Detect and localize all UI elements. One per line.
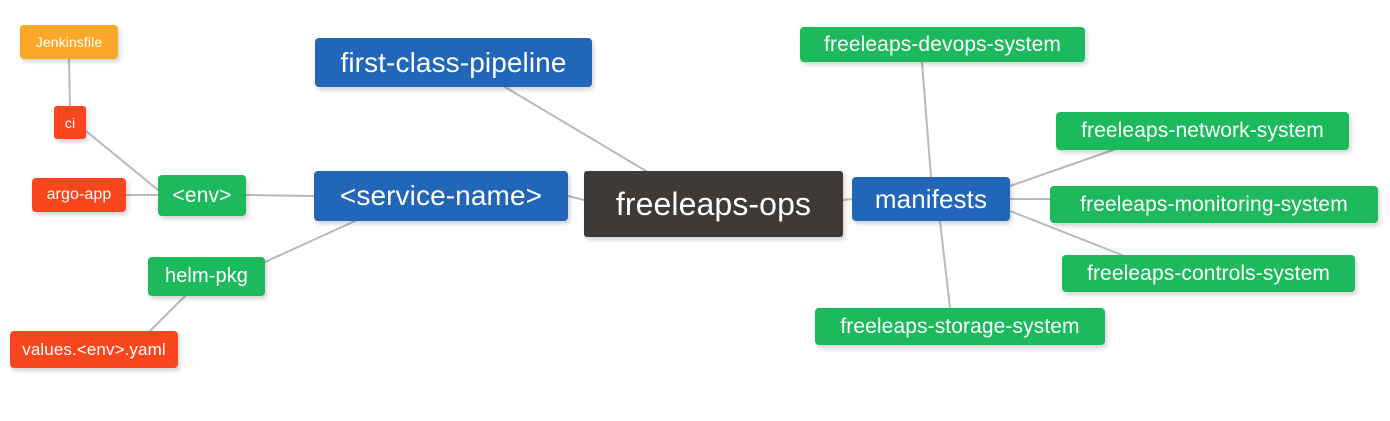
node-label-freeleaps-devops-system: freeleaps-devops-system: [824, 32, 1061, 56]
node-ci[interactable]: ci: [54, 106, 86, 139]
node-label-freeleaps-monitoring-system: freeleaps-monitoring-system: [1080, 192, 1348, 216]
node-label-manifests: manifests: [874, 183, 988, 214]
node-label-ci: ci: [64, 114, 76, 131]
node-label-values-yaml: values.<env>.yaml: [22, 339, 166, 359]
edge-values-yaml-to-helm-pkg: [149, 295, 186, 332]
edge-manifests-to-freeleaps-network-system: [1009, 149, 1114, 187]
edge-service-name-to-freeleaps-ops: [567, 195, 585, 201]
edge-env-to-service-name: [245, 194, 315, 197]
edge-manifests-to-freeleaps-devops-system: [921, 61, 932, 178]
node-service-name[interactable]: <service-name>: [314, 171, 568, 221]
node-label-env: <env>: [172, 183, 232, 207]
node-label-freeleaps-network-system: freeleaps-network-system: [1081, 119, 1324, 142]
node-first-class-pipeline[interactable]: first-class-pipeline: [315, 38, 592, 87]
node-label-freeleaps-storage-system: freeleaps-storage-system: [840, 314, 1080, 338]
edge-jenkinsfile-to-ci: [68, 58, 71, 107]
node-freeleaps-ops[interactable]: freeleaps-ops: [584, 171, 843, 237]
node-freeleaps-monitoring-system[interactable]: freeleaps-monitoring-system: [1050, 186, 1378, 223]
node-label-argo-app: argo-app: [46, 186, 112, 203]
node-freeleaps-devops-system[interactable]: freeleaps-devops-system: [800, 27, 1085, 62]
node-label-jenkinsfile: Jenkinsfile: [35, 34, 103, 50]
edge-manifests-to-freeleaps-storage-system: [939, 220, 951, 309]
edge-freeleaps-ops-to-manifests: [842, 198, 853, 201]
node-label-service-name: <service-name>: [339, 180, 543, 211]
node-label-freeleaps-ops: freeleaps-ops: [615, 185, 812, 222]
node-jenkinsfile[interactable]: Jenkinsfile: [20, 25, 118, 59]
node-argo-app[interactable]: argo-app: [32, 178, 126, 212]
edge-helm-pkg-to-service-name: [264, 220, 356, 263]
edge-first-class-pipeline-to-freeleaps-ops: [504, 86, 647, 172]
node-freeleaps-storage-system[interactable]: freeleaps-storage-system: [815, 308, 1105, 345]
node-env[interactable]: <env>: [158, 175, 246, 216]
node-freeleaps-controls-system[interactable]: freeleaps-controls-system: [1062, 255, 1355, 292]
node-values-yaml[interactable]: values.<env>.yaml: [10, 331, 178, 368]
node-freeleaps-network-system[interactable]: freeleaps-network-system: [1056, 112, 1349, 150]
node-manifests[interactable]: manifests: [852, 177, 1010, 221]
node-label-helm-pkg: helm-pkg: [164, 265, 249, 287]
node-label-freeleaps-controls-system: freeleaps-controls-system: [1087, 261, 1330, 285]
node-label-first-class-pipeline: first-class-pipeline: [340, 46, 567, 78]
node-helm-pkg[interactable]: helm-pkg: [148, 257, 265, 296]
